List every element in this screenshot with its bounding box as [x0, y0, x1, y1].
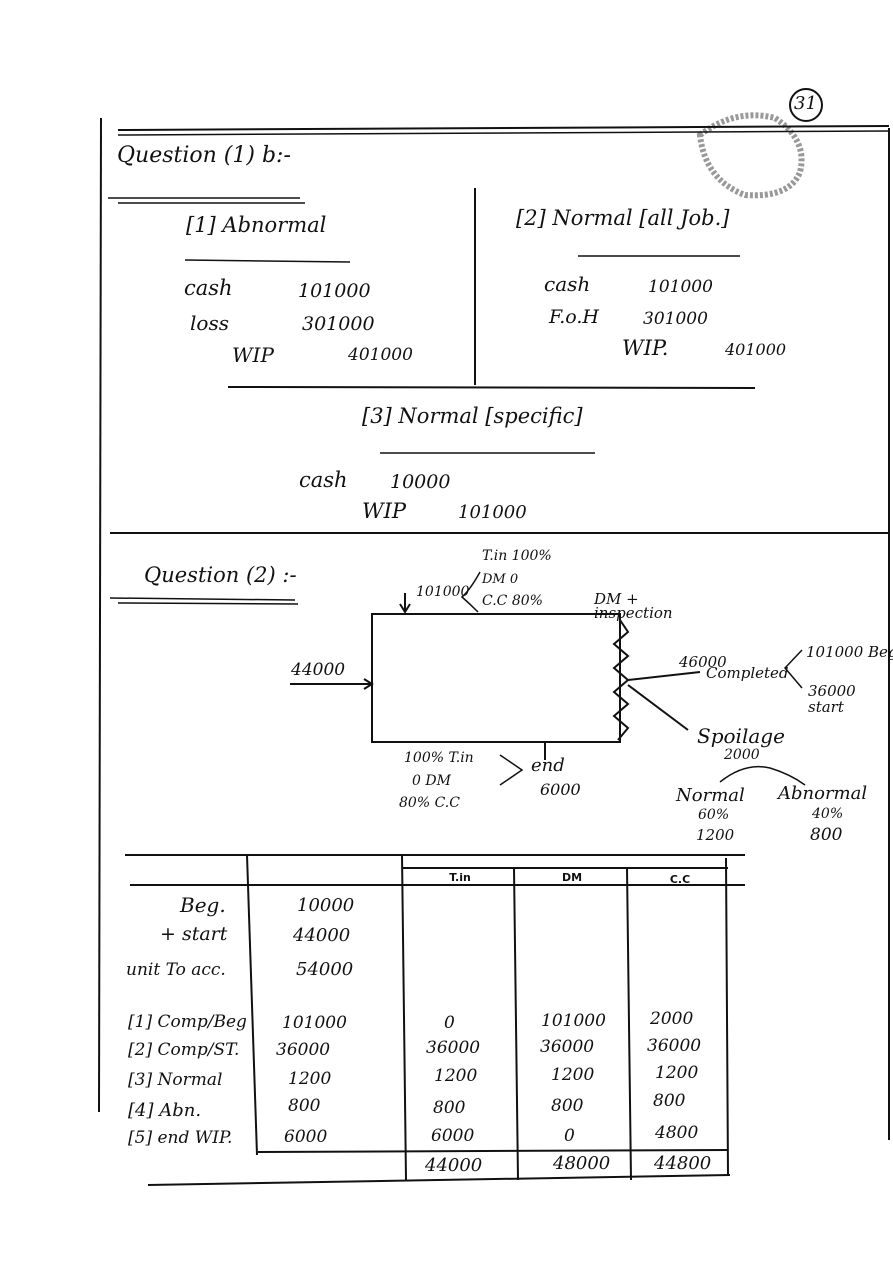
table-cell-dm: 36000 — [540, 1037, 595, 1057]
table-row-units: 800 — [288, 1096, 321, 1116]
table-cell-cc: 2000 — [650, 1009, 694, 1029]
table-total-cc: 44800 — [654, 1153, 712, 1174]
spoilage-normal-amount: 1200 — [696, 826, 735, 844]
normal-all-heading: [2] Normal [all Job.] — [516, 206, 730, 230]
table-row-units: 54000 — [296, 959, 354, 980]
normal-specific-row-account: cash — [299, 468, 348, 492]
spoilage-label: Spoilage — [697, 724, 785, 748]
top-input-dm: DM 0 — [482, 572, 519, 587]
normal-specific-row-account: WIP — [362, 499, 407, 523]
spoilage-amount: 2000 — [724, 747, 760, 763]
normal-all-row-account: WIP. — [622, 336, 669, 360]
table-row-units: 36000 — [276, 1040, 331, 1060]
table-row-label: [1] Comp/Beg — [128, 1012, 247, 1032]
completed-start: 36000 start — [808, 682, 856, 716]
q1-title: Question (1) b:- — [117, 143, 291, 168]
table-cell-dm: 0 — [564, 1126, 575, 1146]
normal-all-row-amount: 301000 — [643, 309, 708, 329]
normal-specific-row-amount: 101000 — [458, 502, 527, 523]
table-cell-tin: 800 — [433, 1098, 466, 1118]
top-input-amount: 101000 — [416, 584, 470, 600]
q2-title: Question (2) :- — [144, 563, 297, 587]
table-cell-tin: 6000 — [431, 1126, 475, 1146]
table-cell-cc: 800 — [653, 1091, 686, 1111]
completed-beg: 101000 Beg — [806, 643, 893, 661]
table-cell-dm: 1200 — [551, 1065, 595, 1085]
table-row-label: [4] Abn. — [128, 1100, 202, 1121]
end-tin: 100% T.in — [404, 750, 474, 766]
table-row-units: 44000 — [293, 925, 351, 946]
table-row-label: + start — [160, 923, 228, 945]
normal-specific-row-amount: 10000 — [390, 471, 451, 493]
table-row-units: 101000 — [282, 1013, 347, 1033]
end-label: end — [531, 755, 565, 776]
top-input-tin: T.in 100% — [482, 548, 552, 564]
normal-all-row-account: cash — [544, 272, 591, 296]
table-total-dm: 48000 — [553, 1153, 611, 1174]
table-total-tin: 44000 — [425, 1155, 483, 1176]
table-cell-cc: 4800 — [655, 1123, 699, 1143]
spoilage-abnormal-amount: 800 — [810, 825, 843, 845]
end-dm: 0 DM — [412, 773, 451, 789]
page-number: 31 — [794, 93, 817, 114]
inspection-label: DM + inspection — [594, 590, 673, 622]
table-row-units: 1200 — [288, 1069, 332, 1089]
table-cell-cc: 1200 — [655, 1063, 699, 1083]
spoilage-abnormal-label: Abnormal — [778, 783, 868, 804]
spoilage-abnormal-pct: 40% — [812, 806, 844, 822]
left-input-amount: 44000 — [291, 660, 346, 680]
table-header-tin: T.in — [449, 871, 471, 884]
table-row-label: unit To acc. — [126, 960, 226, 980]
completed-label: Completed — [706, 664, 789, 682]
table-cell-dm: 101000 — [541, 1011, 606, 1031]
process-box — [371, 613, 621, 743]
completed-amount: 46000 — [679, 653, 727, 671]
abnormal-row-account: cash — [184, 276, 233, 300]
abnormal-row-amount: 101000 — [298, 280, 371, 302]
table-cell-dm: 800 — [551, 1096, 584, 1116]
spoilage-normal-label: Normal — [676, 785, 745, 806]
abnormal-row-account: WIP — [232, 343, 274, 367]
end-amount: 6000 — [540, 780, 581, 799]
table-cell-cc: 36000 — [647, 1036, 702, 1056]
table-row-label: [5] end WIP. — [128, 1128, 233, 1148]
normal-all-row-account: F.o.H — [549, 306, 599, 328]
top-input-cc: C.C 80% — [482, 593, 543, 609]
normal-all-row-amount: 101000 — [648, 277, 713, 297]
abnormal-row-account: loss — [190, 311, 229, 335]
spoilage-normal-pct: 60% — [698, 807, 730, 823]
table-cell-tin: 0 — [444, 1013, 455, 1033]
table-header-dm: DM — [561, 871, 583, 884]
table-cell-tin: 36000 — [426, 1038, 481, 1058]
table-row-label: [2] Comp/ST. — [128, 1040, 240, 1060]
table-cell-tin: 1200 — [434, 1066, 478, 1086]
table-row-units: 6000 — [284, 1127, 328, 1147]
abnormal-row-amount: 301000 — [302, 313, 375, 335]
normal-specific-heading: [3] Normal [specific] — [362, 404, 583, 428]
normal-all-row-amount: 401000 — [725, 340, 787, 359]
table-header-cc: C.C — [669, 873, 691, 886]
table-row-units: 10000 — [297, 895, 355, 916]
page-number-circle — [789, 88, 823, 122]
table-row-label: Beg. — [180, 893, 226, 917]
abnormal-heading: [1] Abnormal — [186, 213, 327, 237]
table-row-label: [3] Normal — [128, 1070, 223, 1090]
end-cc: 80% C.C — [399, 795, 460, 811]
abnormal-row-amount: 401000 — [348, 345, 413, 365]
